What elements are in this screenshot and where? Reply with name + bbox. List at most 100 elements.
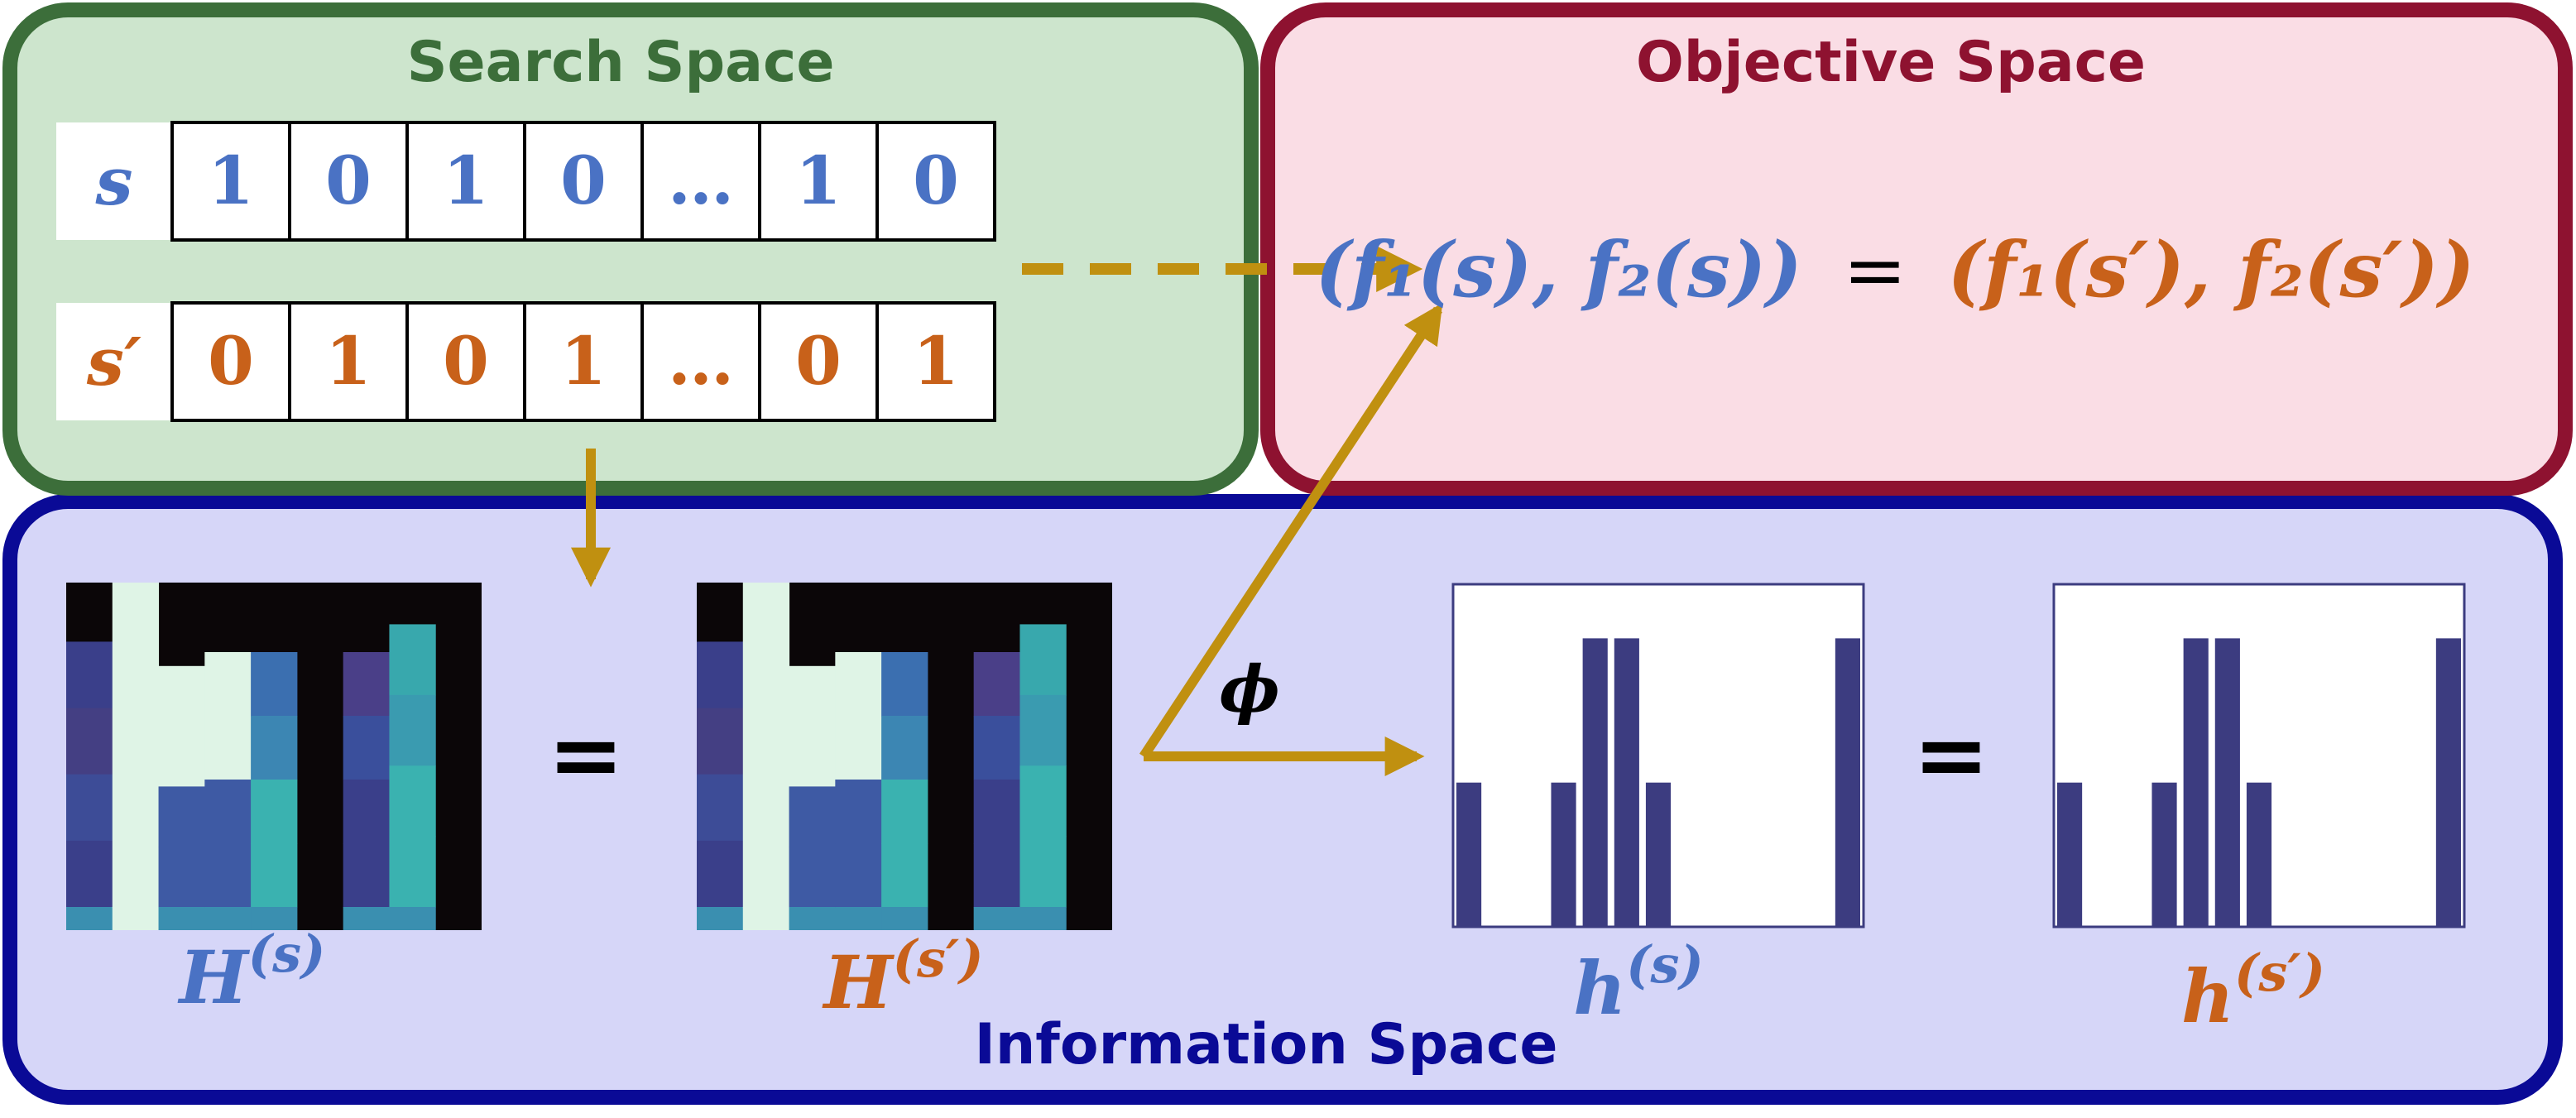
heatmap-cell — [66, 708, 113, 775]
s-prime-cell — [875, 301, 996, 422]
heatmap-cell — [742, 907, 790, 930]
s-bit: 1 — [443, 142, 489, 219]
heatmap-cell — [835, 716, 882, 780]
heatmap-cell — [881, 780, 928, 844]
heatmap-H-s — [66, 583, 482, 930]
phi-label: ϕ — [1219, 652, 1279, 727]
heatmap-cell — [158, 665, 205, 727]
equals-heatmaps: = — [548, 702, 624, 808]
s-prime-bit: 0 — [208, 322, 254, 400]
heatmap-cell — [789, 847, 836, 908]
heatmap-cell — [251, 843, 298, 908]
heatmap-cell — [204, 780, 252, 844]
s-prime-bit: 1 — [325, 322, 372, 400]
information-space-title: Information Space — [975, 1012, 1558, 1077]
histogram-bar — [2057, 782, 2083, 927]
histogram-h-s-prime — [2052, 583, 2466, 928]
heatmap-cell — [789, 786, 836, 847]
s-cell — [758, 121, 879, 242]
s-prime-cell — [288, 301, 409, 422]
heatmap-cell — [251, 907, 298, 930]
s-prime-bit: 0 — [443, 322, 489, 400]
heatmap-cell — [389, 694, 436, 766]
heatmap-cell — [158, 847, 205, 908]
s-cell — [170, 121, 291, 242]
label-cell-s — [56, 122, 172, 240]
label-h-s-prime-base: h — [2181, 953, 2234, 1039]
heatmap-cell — [973, 843, 1020, 908]
heatmap-cell — [835, 652, 882, 717]
heatmap-cell — [66, 840, 113, 908]
heatmap-cell — [881, 907, 928, 930]
s-cell — [523, 121, 644, 242]
heatmap-cell — [251, 716, 298, 780]
heatmap-cell — [973, 907, 1020, 930]
label-H-s: H(s) — [177, 924, 326, 1020]
histogram-bar — [1551, 782, 1576, 927]
heatmap-cell — [697, 774, 744, 842]
heatmap-cell — [112, 583, 160, 908]
heatmap-cell — [697, 907, 744, 930]
objective-lhs: (f₁(s), f₂(s)) — [1315, 225, 1802, 314]
label-s-prime: s′ — [86, 323, 142, 401]
heatmap-cell — [789, 726, 836, 787]
information-space-panel — [2, 494, 2563, 1105]
heatmap-cell — [835, 907, 882, 930]
heatmap-cell — [973, 652, 1020, 717]
s-prime-cell — [758, 301, 879, 422]
histogram-bar — [1456, 782, 1482, 927]
heatmap-cell — [697, 708, 744, 775]
heatmap-cell — [66, 774, 113, 842]
label-h-s-base: h — [1573, 945, 1626, 1031]
s-cell — [405, 121, 526, 242]
heatmap-cell — [789, 665, 836, 727]
label-H-s-prime-base: H — [821, 939, 895, 1025]
s-cell — [288, 121, 409, 242]
histogram-bar — [1835, 638, 1860, 927]
histogram-bar — [1645, 782, 1672, 927]
s-bit: … — [668, 142, 734, 219]
s-bit: 1 — [208, 142, 254, 219]
heatmap-cell — [1019, 624, 1067, 696]
label-h-s-prime-sup: (s′) — [2234, 943, 2325, 1003]
heatmap-cell — [158, 907, 205, 930]
heatmap-cell — [343, 907, 390, 930]
histogram-bar — [2183, 638, 2209, 927]
label-H-s-sup: (s) — [248, 924, 326, 984]
s-prime-cell — [523, 301, 644, 422]
heatmap-cell — [66, 907, 113, 930]
heatmap-cell — [881, 716, 928, 780]
heatmap-cell — [789, 907, 836, 930]
label-h-s-sup: (s) — [1626, 934, 1704, 995]
histogram-bar — [2214, 638, 2240, 927]
histogram-bar — [2151, 782, 2177, 927]
heatmap-cell — [881, 843, 928, 908]
arrow-phi-to-objective — [1139, 302, 1443, 760]
heatmap-H-s-prime — [697, 583, 1112, 930]
objective-space-title: Objective Space — [1636, 30, 2146, 95]
s-bit: 0 — [325, 142, 372, 219]
label-H-s-base: H — [177, 934, 251, 1020]
heatmap-cell — [1019, 694, 1067, 766]
heatmap-cell — [1019, 765, 1067, 837]
s-prime-cell — [640, 301, 761, 422]
histogram-bar — [1614, 638, 1639, 927]
objective-space-panel — [1260, 2, 2573, 496]
s-cell — [640, 121, 761, 242]
heatmap-cell — [389, 836, 436, 908]
s-bit: 1 — [795, 142, 842, 219]
s-prime-bit: … — [668, 322, 734, 400]
heatmap-cell — [1019, 907, 1067, 930]
heatmap-cell — [158, 786, 205, 847]
heatmap-cell — [742, 583, 790, 908]
heatmap-cell — [204, 716, 252, 780]
histogram-bar — [1582, 638, 1608, 927]
heatmap-cell — [343, 652, 390, 717]
histogram-bar — [2435, 638, 2461, 927]
heatmap-cell — [158, 726, 205, 787]
